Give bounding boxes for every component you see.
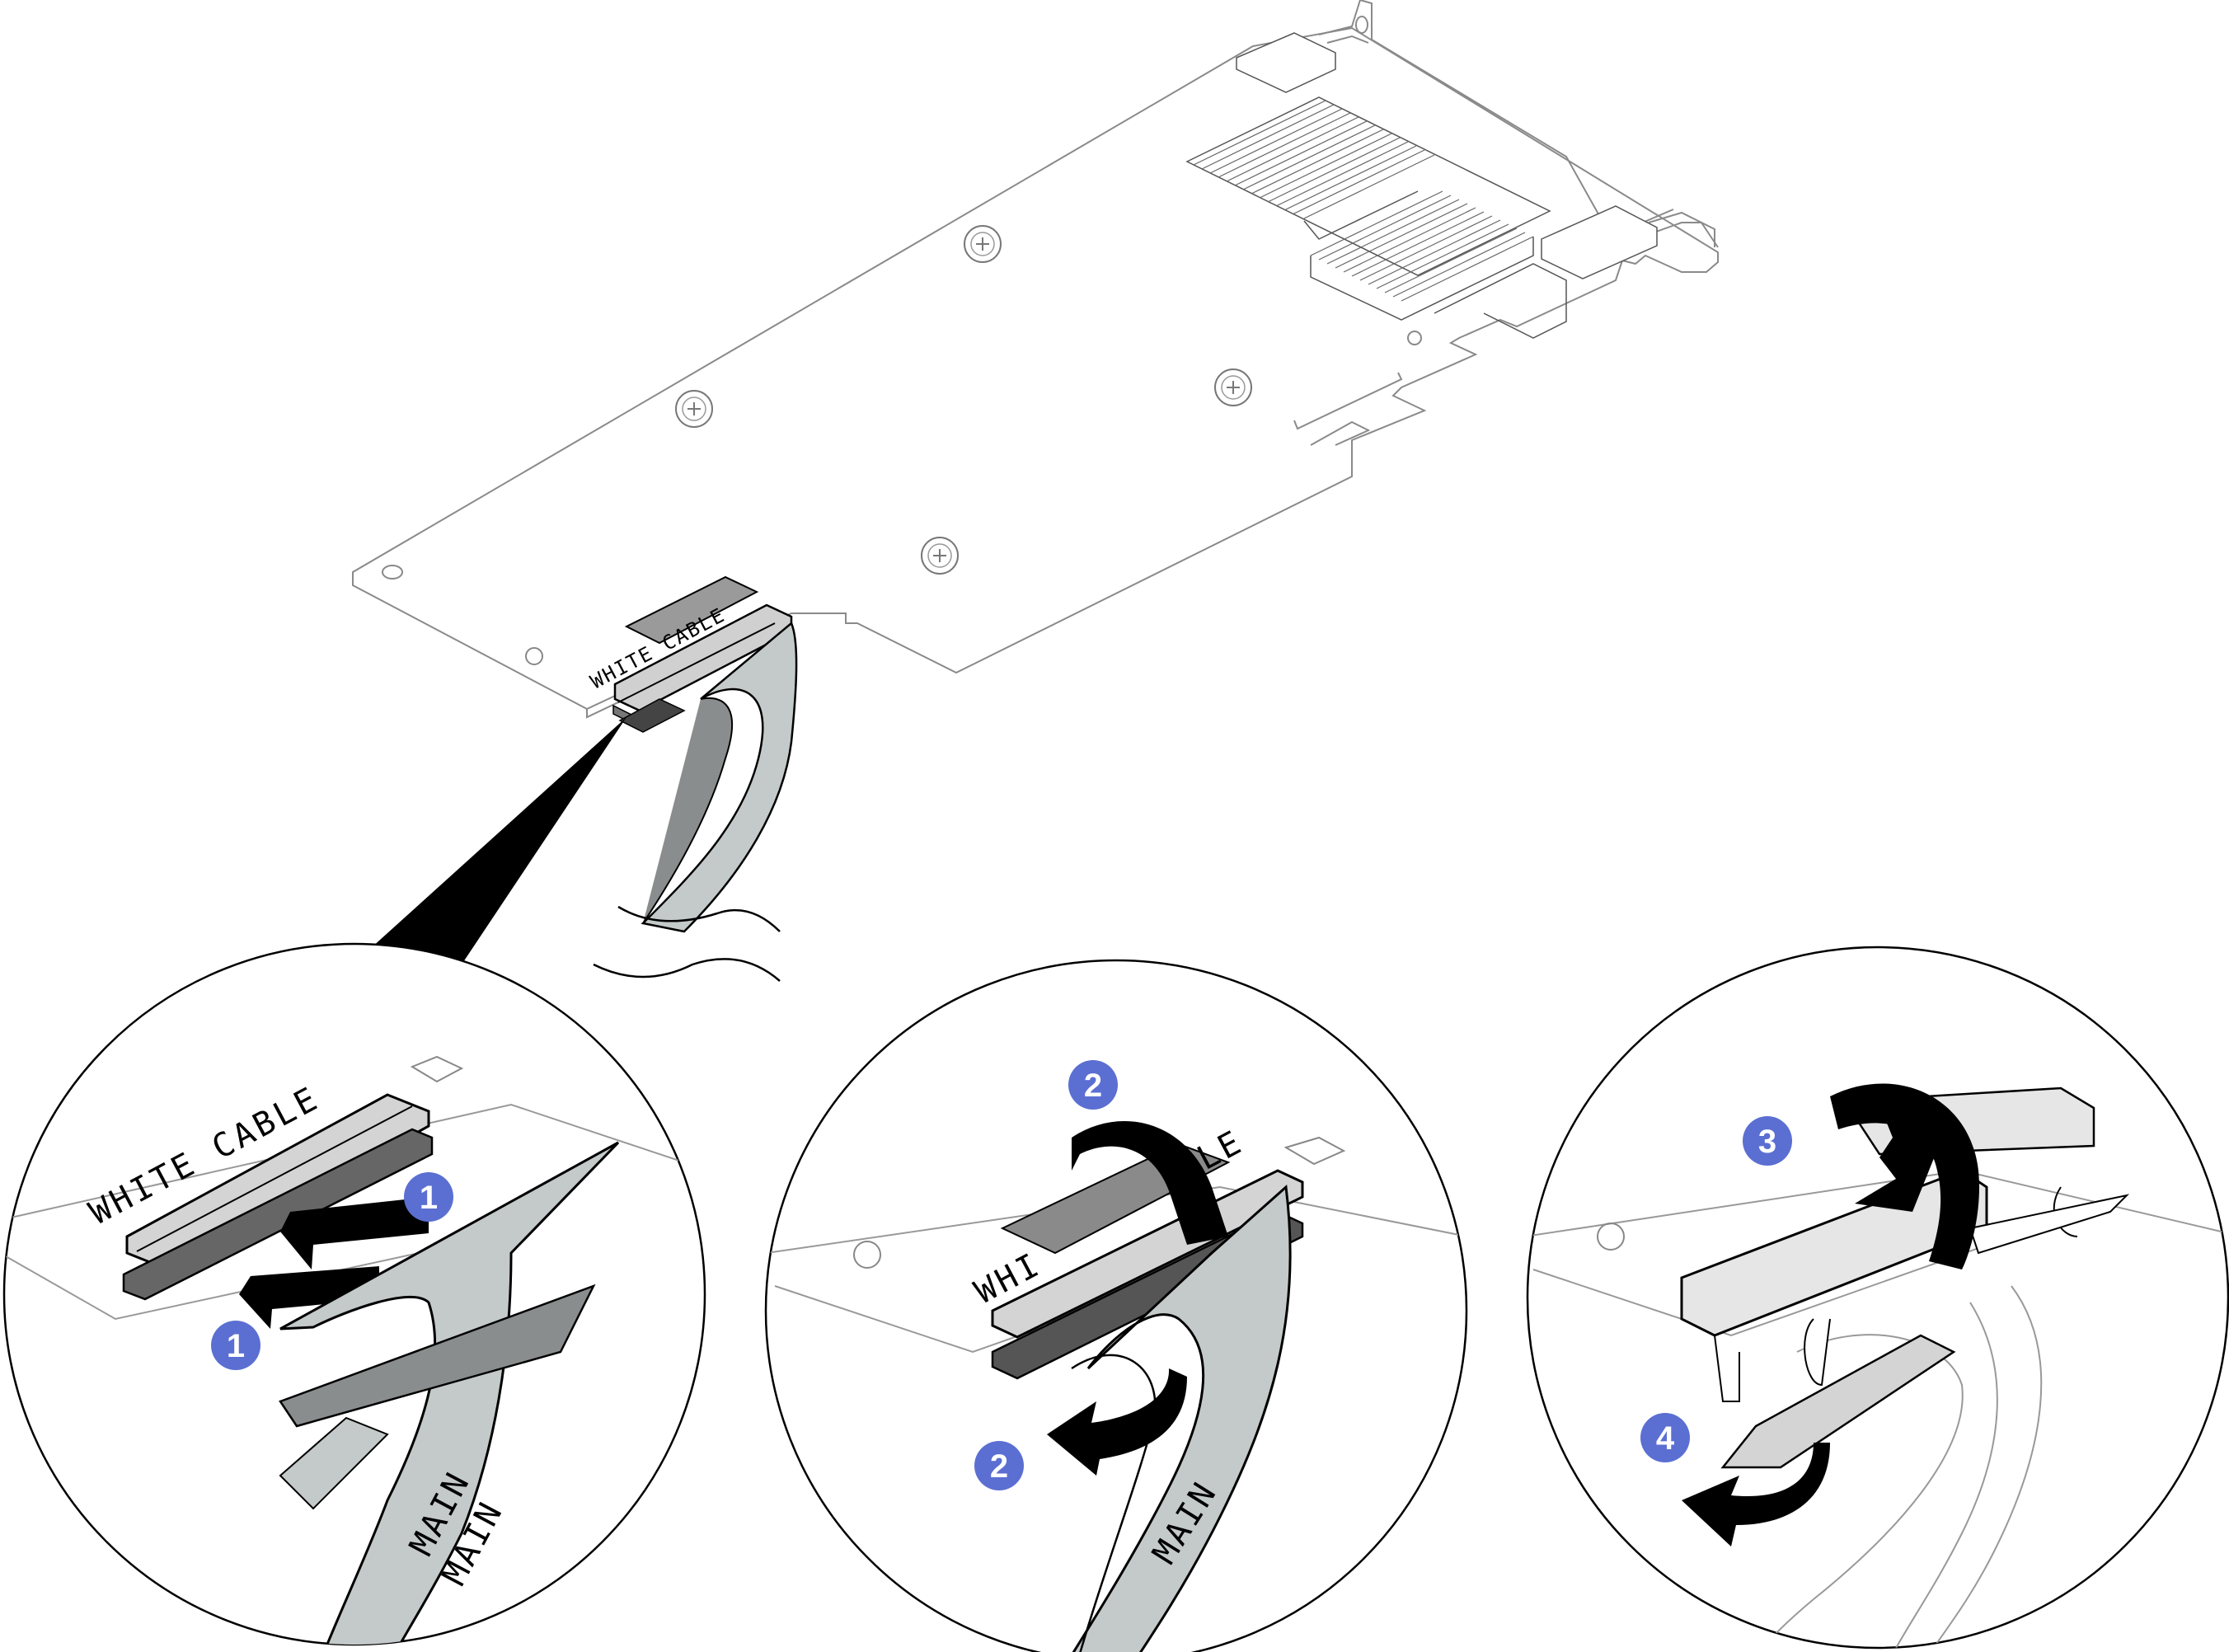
- arrow-icon: [1855, 1096, 1945, 1212]
- curved-arrow-icon: [1072, 1121, 1228, 1245]
- screw-icon: [1214, 368, 1252, 406]
- arrow-icon: [239, 1266, 379, 1329]
- callout-number: 2: [1084, 1068, 1102, 1104]
- arrow-icon: [280, 1197, 429, 1270]
- callout-number: 1: [420, 1180, 438, 1216]
- screw-icon: [964, 225, 1002, 263]
- screw-icon: [675, 390, 713, 428]
- raid-adapter-board: [352, 0, 1719, 719]
- detail-middle-flip-latch: MAIN WHI LE 2 2: [764, 959, 1468, 1652]
- detail-left-disconnect: MAIN MAIN WHITE CABLE 1 1: [2, 942, 706, 1646]
- board-cable-connector: WHITE CABLE: [587, 575, 798, 982]
- mounting-hole: [1407, 331, 1422, 345]
- callout-number: 1: [227, 1328, 245, 1364]
- callout-icon: 3: [1743, 1116, 1792, 1166]
- callout-number: 4: [1656, 1420, 1675, 1457]
- curved-arrow-icon: [1047, 1368, 1187, 1476]
- heatsink-icon: [1185, 32, 1658, 339]
- screw-icon: [921, 537, 959, 575]
- callout-icon: 2: [974, 1441, 1024, 1490]
- curved-arrow-icon: [1682, 1443, 1830, 1546]
- curved-arrow-icon: [1830, 1083, 1979, 1270]
- detail-pointer: [371, 717, 626, 964]
- callout-icon: 1: [404, 1172, 453, 1222]
- callout-icon: 2: [1068, 1060, 1118, 1110]
- mounting-hole: [525, 647, 543, 665]
- callout-icon: 1: [211, 1321, 260, 1370]
- callout-number: 3: [1758, 1124, 1776, 1160]
- callout-number: 2: [990, 1448, 1008, 1485]
- detail-right-remove-cable: 3 4: [1526, 946, 2229, 1650]
- callout-icon: 4: [1640, 1413, 1690, 1462]
